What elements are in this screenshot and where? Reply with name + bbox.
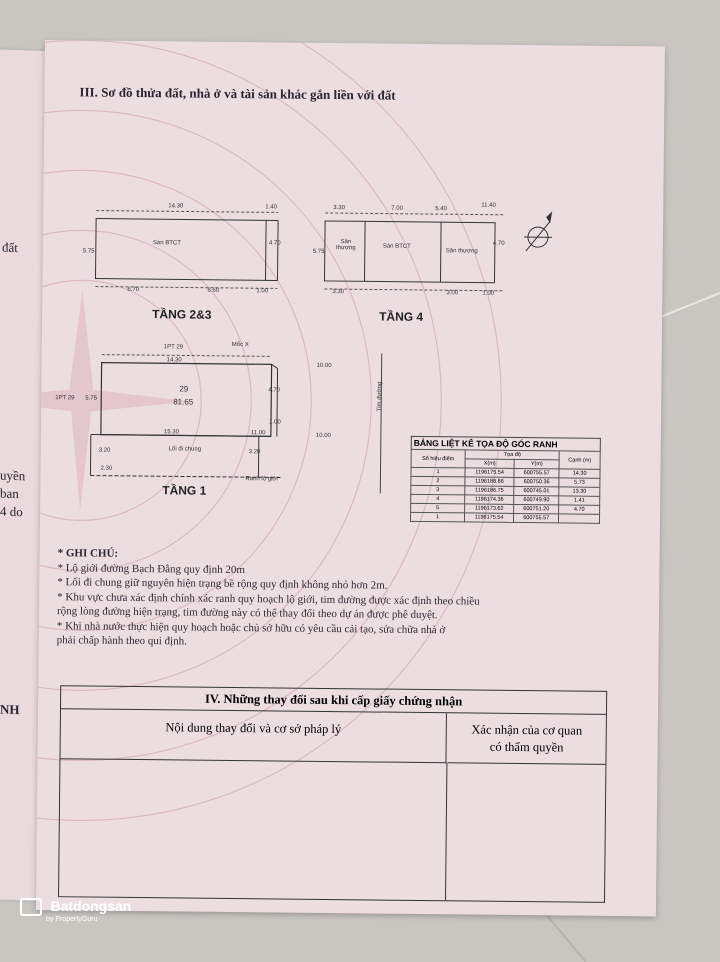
floor-4-label: TẦNG 4 bbox=[379, 310, 423, 324]
dim-label: 15.30 bbox=[164, 429, 179, 435]
floor-23-label: TẦNG 2&3 bbox=[152, 307, 211, 322]
parcel-ref: 1PT 29 bbox=[164, 344, 183, 350]
marker-label: Mốc X bbox=[232, 342, 249, 348]
cell bbox=[559, 514, 600, 523]
watermark: Batdongsan by PropertyGuru bbox=[20, 898, 131, 923]
parcel-area: 81.65 bbox=[173, 397, 193, 406]
table-header: Số hiệu điểm bbox=[411, 449, 465, 468]
dim-label: 6.70 bbox=[127, 287, 139, 293]
changes-table: IV. Những thay đổi sau khi cấp giấy chứn… bbox=[58, 685, 607, 903]
watermark-brand: Batdongsan bbox=[50, 898, 131, 914]
cell: 13.30 bbox=[559, 487, 600, 496]
dim-label: 3.30 bbox=[333, 205, 345, 211]
cell: 1196175.54 bbox=[465, 513, 514, 523]
room-label: Sàn BTCT bbox=[383, 244, 411, 250]
header-line: Xác nhận của cơ quan bbox=[448, 721, 606, 740]
passage-label: Lối đi chung bbox=[169, 446, 201, 452]
parcel-number: 29 bbox=[179, 384, 188, 393]
cell: 600755.57 bbox=[514, 513, 559, 522]
dim-label: 11.00 bbox=[251, 430, 266, 436]
dim-label: 1.00 bbox=[482, 291, 494, 297]
changes-content-header: Nội dung thay đổi và cơ sở pháp lý bbox=[60, 709, 447, 763]
dim-label: 5.75 bbox=[313, 249, 325, 255]
cell: 1 bbox=[410, 512, 464, 522]
notes-block: * GHI CHÚ: * Lộ giới đường Bạch Đằng quy… bbox=[57, 546, 618, 653]
dim-label: 14.30 bbox=[167, 357, 182, 363]
dim-label: 14.30 bbox=[168, 203, 183, 209]
dim-label: 10.00 bbox=[317, 363, 332, 369]
watermark-logo-icon bbox=[20, 898, 42, 916]
certificate-page: III. Sơ đồ thửa đất, nhà ở và tài sản kh… bbox=[36, 40, 665, 916]
dim-label: 4.70 bbox=[268, 387, 280, 393]
room-label: Sân thượng bbox=[332, 239, 360, 251]
dim-label: 11.40 bbox=[481, 203, 496, 209]
cell: 1.41 bbox=[559, 496, 600, 505]
floor-23-plan bbox=[87, 200, 328, 313]
dim-label: 10.00 bbox=[316, 433, 331, 439]
dim-label: 5.75 bbox=[85, 395, 97, 401]
floor-1-plan bbox=[80, 340, 392, 503]
cell: 14.30 bbox=[559, 469, 600, 478]
room-label: Sân thượng bbox=[446, 248, 478, 254]
dim-label: 1.40 bbox=[265, 204, 277, 210]
table-header: X(m) bbox=[465, 459, 514, 469]
authority-confirmation-header: Xác nhận của cơ quan có thẩm quyền bbox=[447, 713, 606, 765]
room-label: Sàn BTCT bbox=[153, 240, 181, 246]
dim-label: 1.00 bbox=[256, 288, 268, 294]
left-fragment: NH bbox=[0, 701, 20, 718]
dim-label: 2.30 bbox=[100, 466, 112, 472]
boundary-label: Ranh lộ giới bbox=[245, 476, 277, 482]
cell: 600755.57 bbox=[514, 468, 559, 477]
dim-label: 4.70 bbox=[493, 241, 505, 247]
dim-label: 3.00 bbox=[446, 290, 458, 296]
dim-label: 1.00 bbox=[269, 419, 281, 425]
left-fragment: 4 do bbox=[0, 503, 23, 520]
coordinates-table: BẢNG LIỆT KÊ TỌA ĐỘ GÓC RANH Số hiệu điể… bbox=[410, 436, 601, 524]
table-header: Cạnh (m) bbox=[559, 451, 600, 469]
dim-label: 6.60 bbox=[207, 288, 219, 294]
left-fragment: uyền bbox=[0, 467, 25, 484]
floor-1-label: TẦNG 1 bbox=[162, 483, 206, 497]
cell: 600745.01 bbox=[514, 486, 559, 495]
left-fragment: đất bbox=[2, 240, 18, 257]
dim-label: 3.20 bbox=[99, 448, 111, 454]
parcel-ref: 1PT 29 bbox=[55, 395, 74, 401]
dim-label: 5.75 bbox=[83, 248, 95, 254]
column-divider bbox=[445, 763, 447, 900]
dim-label: 3.20 bbox=[249, 449, 261, 455]
watermark-sub: by PropertyGuru bbox=[46, 916, 131, 923]
floor-4-plan bbox=[312, 203, 513, 315]
dim-label: 4.70 bbox=[269, 240, 281, 246]
dim-label: 5.40 bbox=[435, 206, 447, 212]
cell: 600751.20 bbox=[514, 504, 559, 513]
cell: 4.70 bbox=[559, 505, 600, 514]
cell: 600750.36 bbox=[514, 477, 559, 486]
header-line: có thẩm quyền bbox=[448, 738, 606, 757]
left-fragment: ban bbox=[0, 485, 19, 502]
table-header: Y(m) bbox=[514, 459, 559, 468]
cell: 600749.90 bbox=[514, 495, 559, 504]
dim-label: 3.30 bbox=[332, 289, 344, 295]
cell: 5.73 bbox=[559, 478, 600, 487]
road-axis-label: Tim đường bbox=[377, 382, 383, 411]
dim-label: 7.00 bbox=[391, 206, 403, 212]
section-3-title: III. Sơ đồ thửa đất, nhà ở và tài sản kh… bbox=[79, 84, 395, 103]
north-arrow-icon bbox=[518, 207, 559, 257]
